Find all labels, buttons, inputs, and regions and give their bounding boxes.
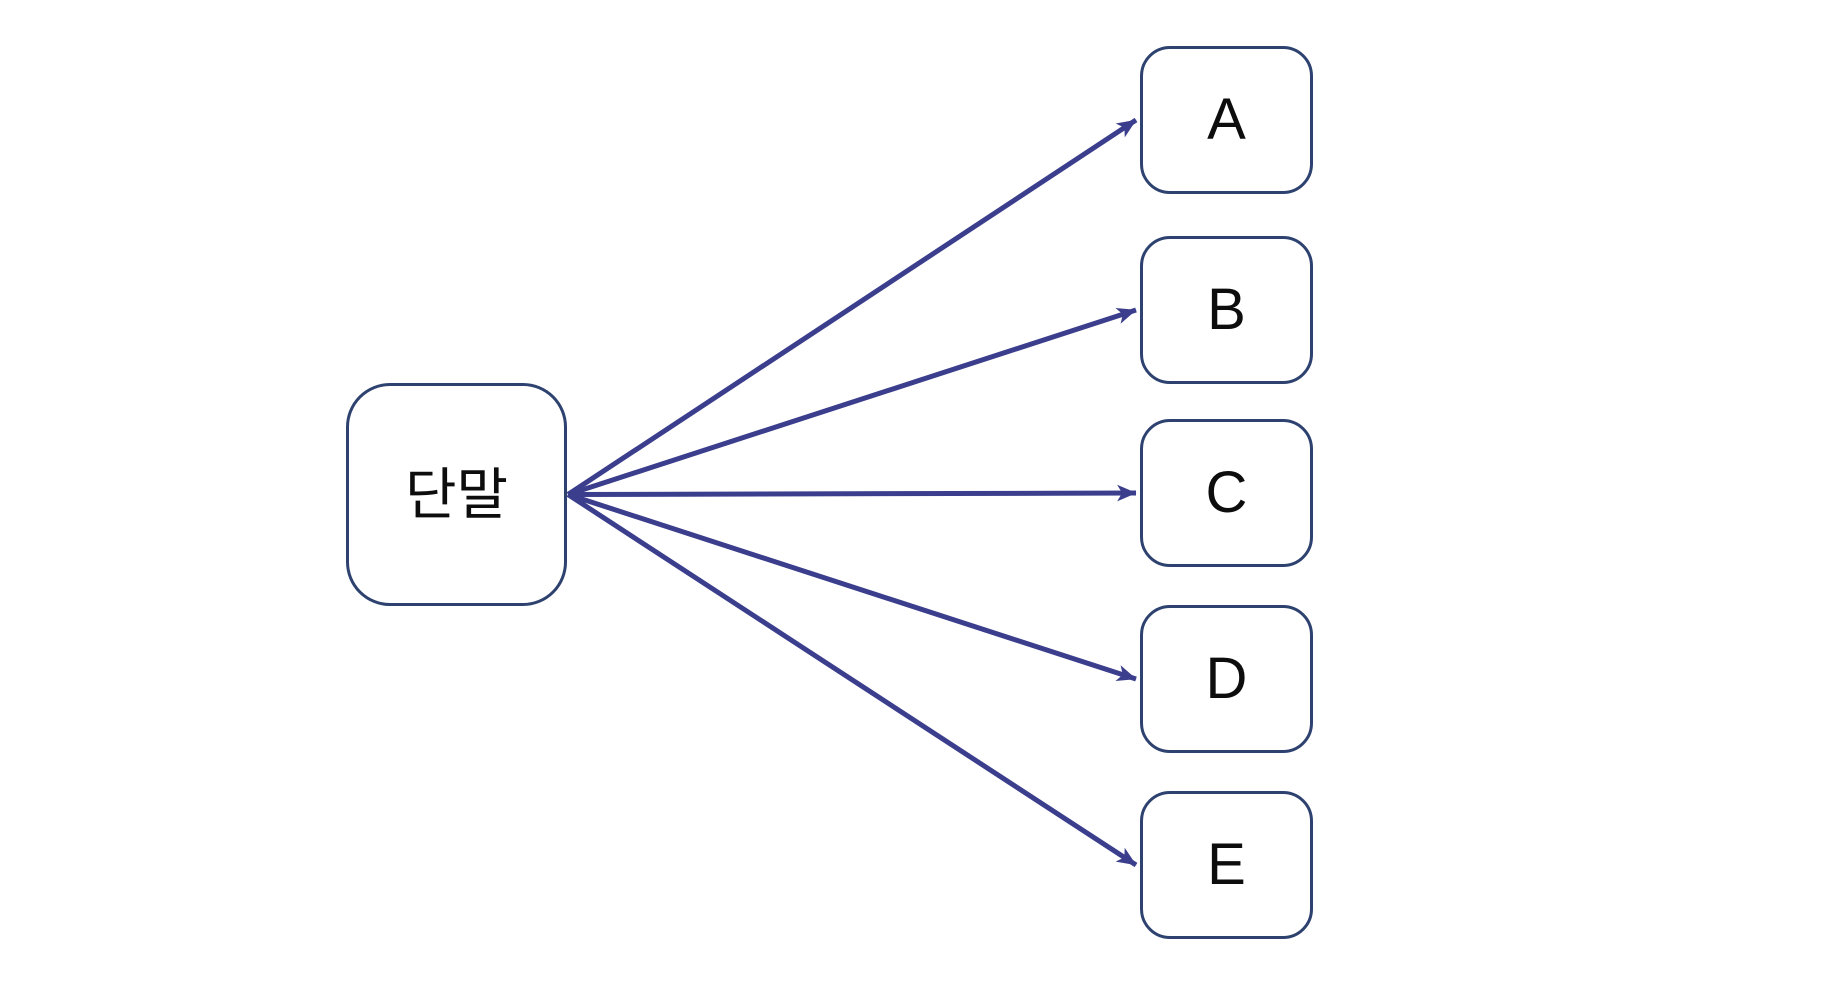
node-d-label: D — [1205, 646, 1248, 711]
node-a: A — [1140, 46, 1313, 194]
arrow-terminal-to-E — [566, 492, 1138, 868]
node-c-label: C — [1205, 460, 1248, 525]
arrow-terminal-to-B — [567, 307, 1137, 497]
node-b: B — [1140, 236, 1313, 384]
node-terminal: 단말 — [346, 383, 567, 606]
node-terminal-label: 단말 — [404, 462, 509, 526]
node-d: D — [1140, 605, 1313, 753]
arrow-terminal-to-D — [567, 492, 1137, 682]
node-e-label: E — [1207, 832, 1246, 897]
arrow-terminal-to-A — [566, 117, 1138, 497]
node-b-label: B — [1207, 277, 1246, 342]
node-e: E — [1140, 791, 1313, 939]
arrow-terminal-to-C — [567, 484, 1137, 502]
node-c: C — [1140, 419, 1313, 567]
node-a-label: A — [1207, 87, 1246, 152]
